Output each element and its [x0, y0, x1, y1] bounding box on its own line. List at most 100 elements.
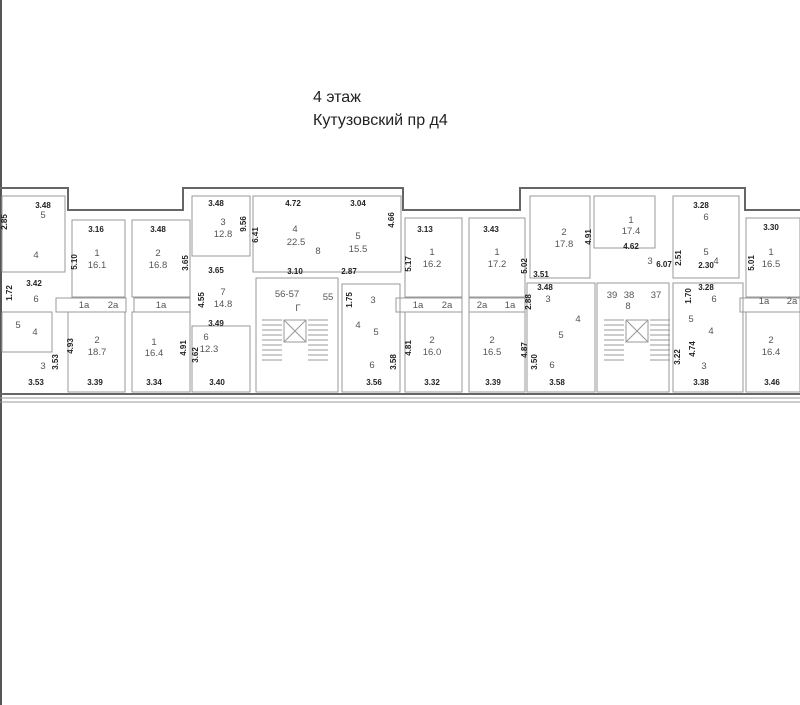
dimension-label: 3.49: [208, 319, 224, 328]
dimension-label: 3.32: [424, 378, 440, 387]
room-label: 2a: [442, 300, 453, 311]
dimension-label: 1.75: [345, 292, 354, 308]
room-label: 8: [315, 246, 320, 257]
room-label: 2: [94, 335, 99, 346]
room-label: 5: [373, 327, 378, 338]
dimension-label: 5.17: [404, 256, 413, 272]
dimension-label: 6.41: [251, 227, 260, 243]
elevator-cross: [283, 319, 307, 343]
room-label: 1a: [156, 300, 167, 311]
room-label: Г: [295, 303, 300, 314]
room-label: 1a: [505, 300, 516, 311]
room-label: 6: [203, 332, 208, 343]
floor-title: 4 этаж: [313, 89, 361, 106]
room-label: 6: [703, 212, 708, 223]
room-label: 14.8: [214, 299, 233, 310]
dimension-label: 3.46: [764, 378, 780, 387]
room-label: 16.2: [423, 259, 442, 270]
room-label: 16.4: [145, 348, 164, 359]
walls: [0, 187, 800, 403]
room-label: 12.8: [214, 229, 233, 240]
room-label: 1a: [79, 300, 90, 311]
dimension-label: 3.28: [698, 283, 714, 292]
dimension-label: 3.65: [208, 266, 224, 275]
dimension-label: 3.39: [485, 378, 501, 387]
dimension-label: 4.74: [688, 341, 697, 357]
room-label: 2: [489, 335, 494, 346]
dimension-label: 3.56: [366, 378, 382, 387]
room-label: 2a: [477, 300, 488, 311]
room-label: 5: [558, 330, 563, 341]
room-label: 17.8: [555, 239, 574, 250]
dimension-label: 6.07: [656, 260, 672, 269]
dimension-label: 3.48: [537, 283, 553, 292]
dimension-label: 3.13: [417, 225, 433, 234]
room-label: 1a: [759, 296, 770, 307]
room-label: 37: [651, 290, 662, 301]
dimension-label: 3.48: [150, 225, 166, 234]
dimension-label: 3.10: [287, 267, 303, 276]
room-label: 7: [220, 287, 225, 298]
room-label: 1: [429, 247, 434, 258]
room-label: 5: [15, 320, 20, 331]
dimension-label: 4.91: [584, 229, 593, 245]
room-label: 4: [32, 327, 37, 338]
room-label: 2a: [787, 296, 798, 307]
room-label: 5: [355, 231, 360, 242]
room-label: 12.3: [200, 344, 219, 355]
room-label: 1: [151, 337, 156, 348]
dimension-label: 4.62: [623, 242, 639, 251]
dimension-label: 3.48: [35, 201, 51, 210]
room-label: 4: [575, 314, 580, 325]
room-label: 3: [701, 361, 706, 372]
room-label: 1: [628, 215, 633, 226]
dimension-label: 4.81: [404, 340, 413, 356]
dimension-label: 2.87: [341, 267, 357, 276]
room-label: 4: [355, 320, 360, 331]
room-label: 16.5: [762, 259, 781, 270]
room-label: 2: [561, 227, 566, 238]
dimension-label: 1.70: [684, 288, 693, 304]
room-label: 2: [429, 335, 434, 346]
address-title: Кутузовский пр д4: [313, 112, 448, 129]
room-label: 2a: [108, 300, 119, 311]
room-label: 3: [40, 361, 45, 372]
room-label: 16.4: [762, 347, 781, 358]
room-label: 5: [703, 247, 708, 258]
dimension-label: 2.88: [524, 294, 533, 310]
room-label: 3: [220, 217, 225, 228]
room-label: 3: [647, 256, 652, 267]
dimension-label: 5.02: [520, 258, 529, 274]
dimension-label: 3.50: [530, 354, 539, 370]
dimension-label: 4.91: [179, 340, 188, 356]
dimension-label: 3.51: [533, 270, 549, 279]
elevator-shaft: [283, 319, 307, 343]
room-label: 6: [369, 360, 374, 371]
dimension-label: 3.53: [51, 354, 60, 370]
dimension-label: 9.56: [239, 216, 248, 232]
room-label: 22.5: [287, 237, 306, 248]
dimension-label: 3.34: [146, 378, 162, 387]
dimension-label: 3.30: [763, 223, 779, 232]
dimension-label: 3.65: [181, 255, 190, 271]
room-label: 6: [711, 294, 716, 305]
dimension-label: 3.39: [87, 378, 103, 387]
room-label: 6: [549, 360, 554, 371]
dimension-label: 4.55: [197, 292, 206, 308]
dimension-label: 4.93: [66, 338, 75, 354]
elevator-shaft: [625, 319, 649, 343]
room-label: 15.5: [349, 244, 368, 255]
stairwells: [262, 319, 670, 361]
dimension-label: 4.87: [520, 342, 529, 358]
room-label: 2: [768, 335, 773, 346]
room-label: 5: [688, 314, 693, 325]
dimension-label: 5.10: [70, 254, 79, 270]
scan-edge: [0, 0, 2, 705]
dimension-label: 3.58: [389, 354, 398, 370]
dimension-label: 3.22: [673, 349, 682, 365]
room-label: 2: [155, 248, 160, 259]
dimension-label: 1.72: [5, 285, 14, 301]
room-label: 1: [94, 248, 99, 259]
